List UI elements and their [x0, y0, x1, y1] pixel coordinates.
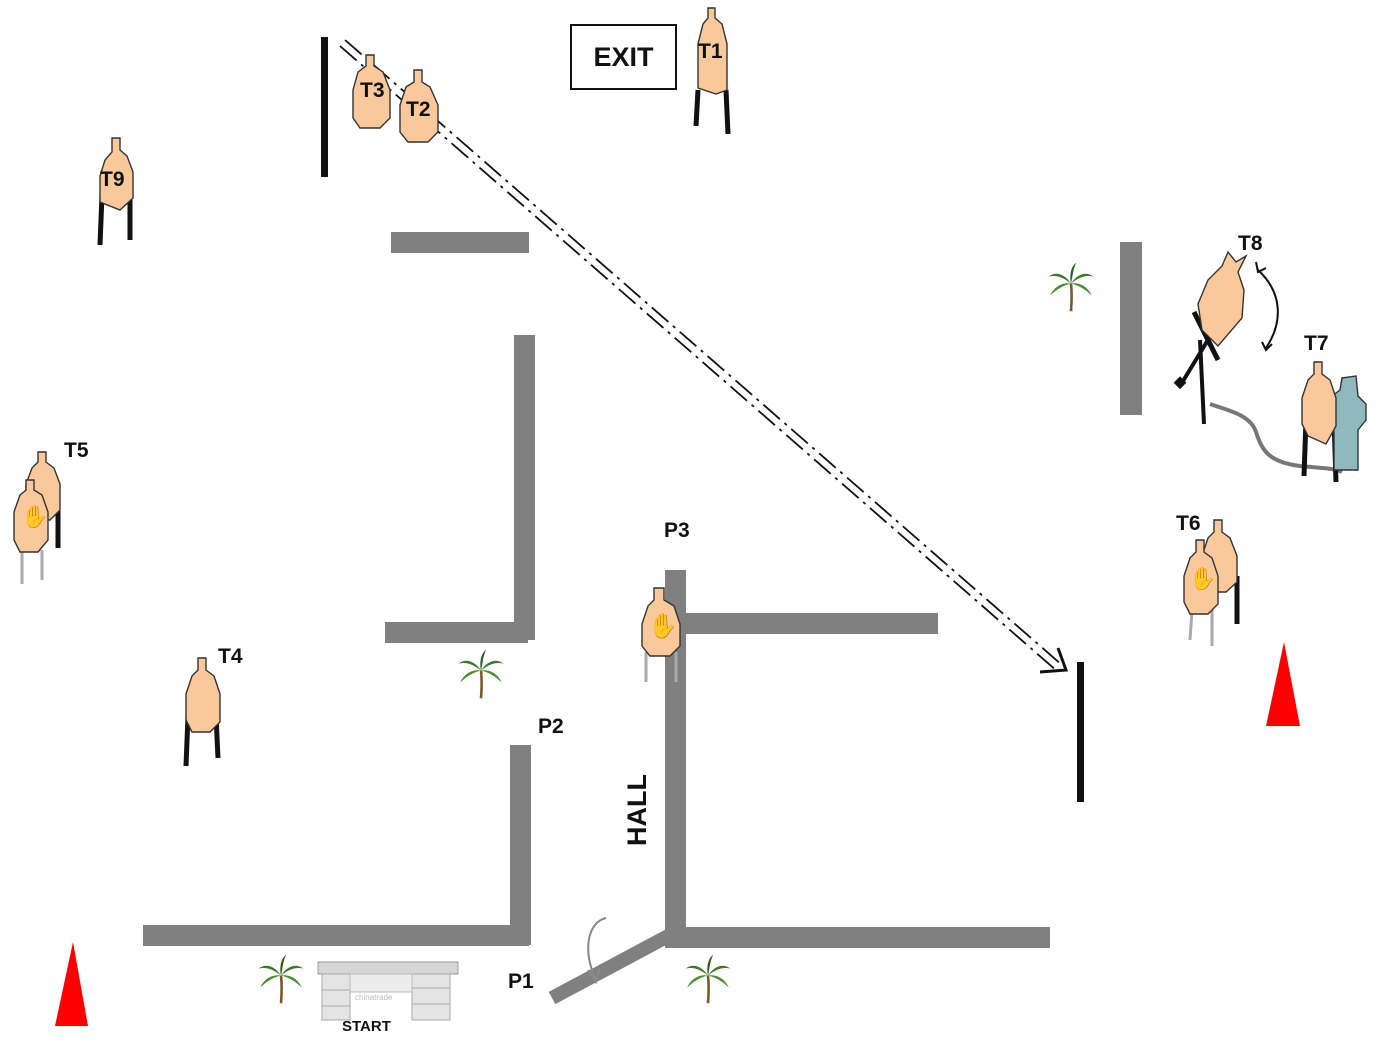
- label-t3: T3: [360, 79, 385, 102]
- wall-center-vertical: [514, 335, 535, 640]
- barriers: [321, 37, 1084, 802]
- label-start: START: [342, 1018, 391, 1034]
- label-p2: P2: [538, 715, 564, 738]
- start-desk: chinatrade: [317, 961, 459, 1021]
- label-hall: HALL: [622, 774, 652, 846]
- wall-right-vertical: [1120, 242, 1142, 415]
- target-t7: [1301, 361, 1367, 483]
- wall-p2-vertical: [510, 745, 531, 945]
- activation-cable: [1209, 402, 1343, 474]
- labels: T1 T3 T2 T9 T8 T7 T5 T6 T4 P3 P2 P1 STAR…: [64, 40, 1329, 1035]
- label-t1: T1: [698, 40, 723, 63]
- target-t5: ✋: [13, 451, 61, 584]
- door-p1: [548, 928, 674, 1005]
- label-t2: T2: [406, 98, 431, 121]
- target-t4: [183, 657, 221, 767]
- label-t9: T9: [100, 168, 125, 191]
- targets: ✋ ✋ ✋: [13, 7, 1367, 767]
- desk-watermark: chinatrade: [355, 993, 393, 1002]
- no-shoot-hand-icon: ✋: [21, 504, 48, 529]
- wall-bottom-left: [143, 925, 529, 946]
- cone-right-icon: [1266, 642, 1300, 726]
- palm-tree-icon: [257, 953, 305, 1005]
- cone-bottom-left-icon: [55, 942, 88, 1026]
- label-t8: T8: [1238, 232, 1263, 255]
- label-t7: T7: [1304, 332, 1329, 355]
- palm-tree-icon: [457, 648, 505, 700]
- exit-sign: EXIT: [570, 24, 677, 90]
- wall-p3-horizontal: [686, 613, 938, 634]
- no-shoot-hand-icon: ✋: [648, 612, 678, 640]
- walls: [143, 232, 1142, 1005]
- no-shoot-p3: ✋: [641, 587, 681, 682]
- exit-label: EXIT: [593, 41, 654, 72]
- swing-arrow-icon: [1257, 269, 1279, 349]
- label-p1: P1: [508, 970, 534, 993]
- target-t2: [399, 69, 439, 143]
- label-t4: T4: [218, 645, 243, 668]
- barrier-right: [1077, 662, 1084, 802]
- wall-hall-vertical: [665, 570, 686, 948]
- target-t6: ✋: [1183, 519, 1240, 646]
- target-t3: [352, 54, 391, 129]
- mover-path-arrow: [339, 39, 1069, 674]
- wall-center-horizontal: [385, 622, 528, 643]
- target-t9: [97, 137, 134, 246]
- door-swing-arrow: [587, 917, 607, 981]
- no-shoot-hand-icon: ✋: [1189, 566, 1216, 591]
- label-p3: P3: [664, 519, 690, 542]
- label-t5: T5: [64, 439, 89, 462]
- target-t1: [693, 7, 731, 135]
- palm-tree-icon: [1047, 261, 1095, 313]
- wall-bottom-right: [665, 927, 1050, 948]
- target-t8-swinger: [1173, 250, 1279, 425]
- cones: [55, 642, 1300, 1026]
- barrier-top-left: [321, 37, 328, 177]
- wall-top-short: [391, 232, 529, 253]
- palm-tree-icon: [684, 953, 732, 1005]
- label-t6: T6: [1176, 512, 1201, 535]
